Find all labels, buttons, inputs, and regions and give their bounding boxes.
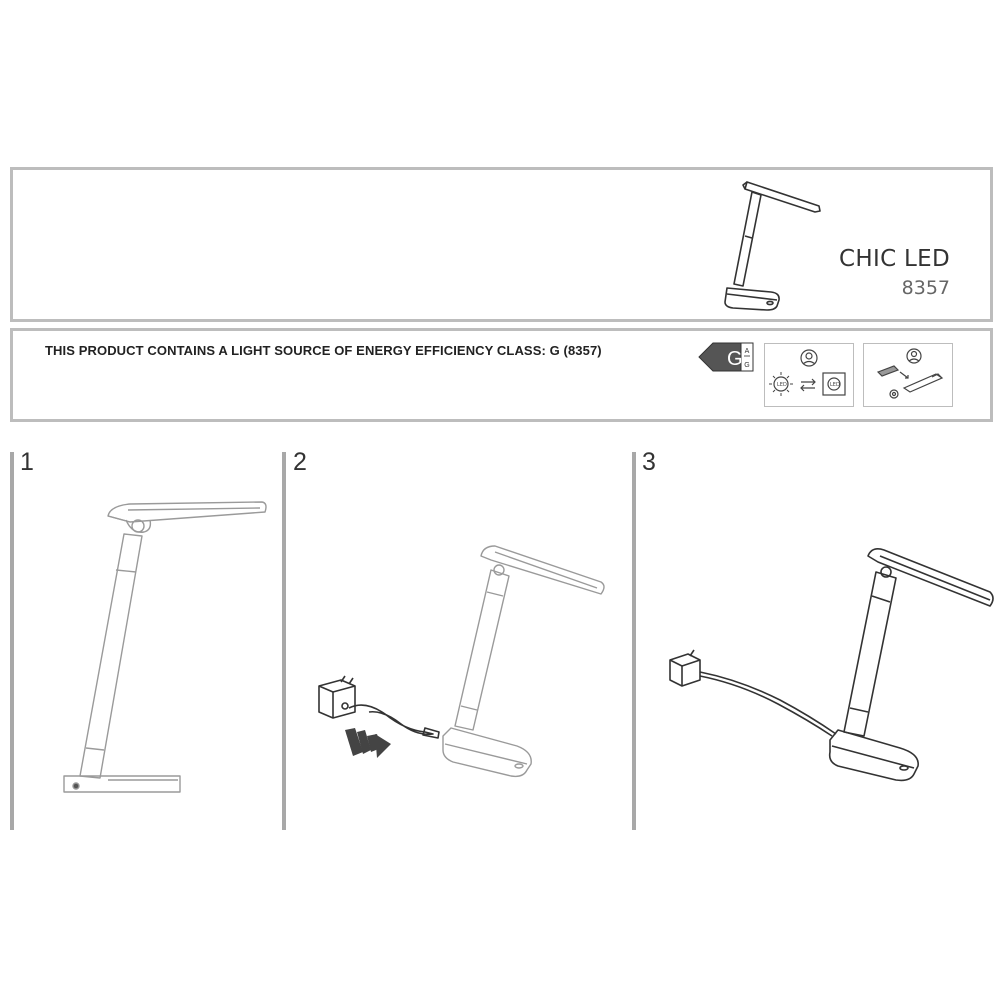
step2-divider (282, 452, 286, 830)
step1-divider (10, 452, 14, 830)
driver-replaceable-tile (863, 343, 953, 407)
energy-info: THIS PRODUCT CONTAINS A LIGHT SOURCE OF … (10, 328, 993, 422)
energy-scale-bottom: G (744, 362, 749, 369)
energy-scale-top: A (745, 348, 750, 355)
step1-lamp-illustration (63, 501, 267, 793)
led-label-left: LED (777, 382, 787, 388)
energy-statement: THIS PRODUCT CONTAINS A LIGHT SOURCE OF … (45, 343, 602, 358)
product-name: CHIC LED (839, 246, 950, 272)
desk-lamp-thumbnail-icon (724, 181, 821, 311)
energy-class-label-icon: G A G (698, 342, 754, 372)
step3-connected-illustration (669, 548, 994, 782)
product-header: CHIC LED 8357 (10, 167, 993, 322)
step3-divider (632, 452, 636, 830)
step3-number: 3 (642, 448, 656, 476)
product-code: 8357 (901, 277, 950, 299)
led-replaceable-icon: LED LED (769, 349, 846, 396)
energy-class-letter: G (727, 348, 743, 370)
step1-number: 1 (20, 448, 34, 476)
step2-plug-in-illustration (318, 545, 605, 778)
driver-replaceable-icon (876, 348, 944, 399)
led-replaceable-tile: LED LED (764, 343, 854, 407)
led-label-right: LED (830, 382, 840, 388)
step2-number: 2 (293, 448, 307, 476)
